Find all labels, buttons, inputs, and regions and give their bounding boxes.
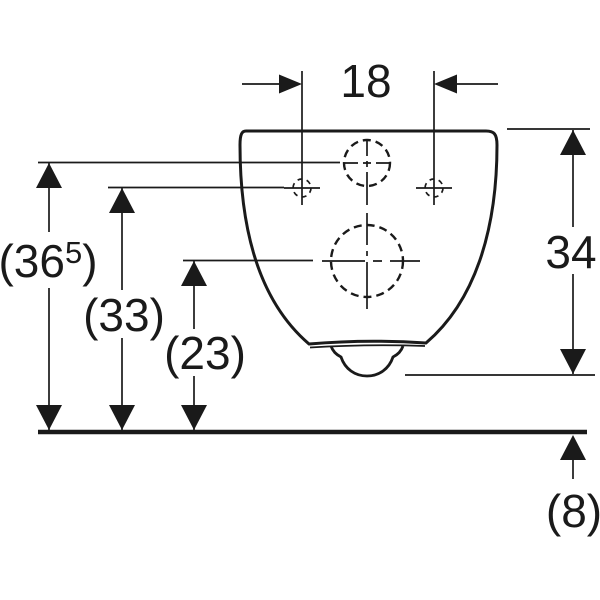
water-supply-hole [342,138,392,206]
dimension-hole-spacing: 18 [242,55,498,205]
dimension-floor-clearance: (8) [546,435,600,537]
dimension-height-outlet: (23) [161,259,313,430]
arrowhead-up [181,261,207,286]
dimension-body-height: 34 [405,128,599,376]
dimension-height-fixing-holes: (33) [80,186,284,430]
arrowhead-right [279,74,302,94]
label-backdrop [0,232,98,288]
dimension-height-top-hole: (365) [0,161,340,430]
label-backdrop [80,290,168,338]
arrowhead-down [181,405,207,430]
toilet-body-outline [238,129,499,346]
label-backdrop [161,329,249,376]
arrowhead-down [560,349,586,374]
bottom-rim-inner-line [309,344,426,349]
arrowhead-up [560,435,586,460]
arrowhead-up [109,188,135,213]
outlet-hole [322,213,420,309]
arrowhead-down [109,405,135,430]
dimension-label-365: (365) [0,235,98,287]
dimension-label-33: (33) [83,289,165,341]
dimension-label-34: 34 [545,226,596,278]
dimension-label-8: (8) [546,485,600,537]
arrowhead-down [36,405,62,430]
arrowhead-up [560,130,586,155]
dimension-label-23: (23) [164,327,246,379]
arrowhead-left [434,74,457,94]
arrowhead-up [36,163,62,188]
label-backdrop [542,227,599,274]
outlet-trap-bump [329,345,405,378]
dimension-label-18: 18 [340,55,391,107]
